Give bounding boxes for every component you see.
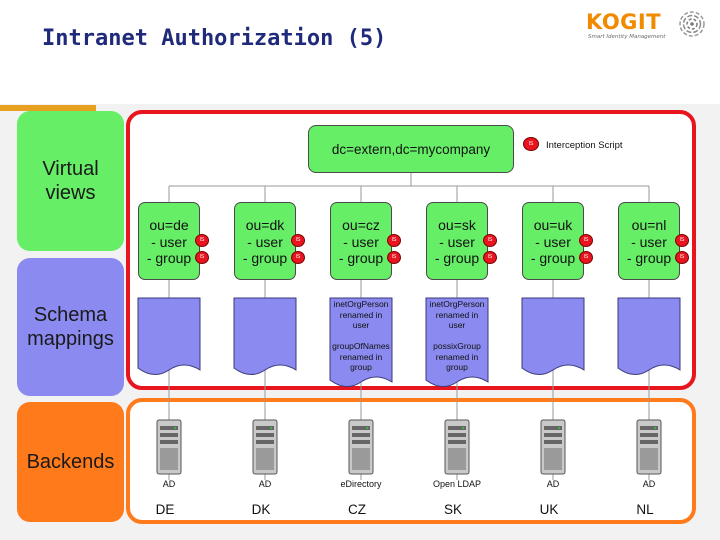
logo-text: KOGIT — [586, 10, 662, 34]
is-badge-uk-group: IS — [579, 251, 593, 264]
mapping-spacer — [330, 331, 392, 342]
fingerprint-icon — [679, 11, 705, 37]
mapping-line: group — [446, 362, 468, 372]
is-badge-sk-user: IS — [483, 234, 497, 247]
mapping-line: renamed in — [435, 351, 479, 362]
mapping-line: groupOfNames — [332, 341, 390, 351]
node-ou: ou=de — [149, 217, 189, 233]
schema-shape-sk — [425, 297, 489, 387]
node-group: - group — [242, 250, 288, 266]
layer-label-schema-mappings: Schema mappings — [17, 258, 124, 396]
mapping-line: inetOrgPerson — [333, 299, 389, 309]
node-ou: ou=cz — [342, 217, 380, 233]
layer-label-backends: Backends — [17, 402, 124, 522]
node-user: - user — [631, 233, 667, 250]
schema-mapping-cz: inetOrgPerson renamed in user groupOfNam… — [330, 299, 392, 373]
server-icon — [252, 419, 278, 475]
kogit-logo: KOGIT Smart Identity Management — [586, 10, 708, 44]
node-ou: ou=uk — [533, 217, 573, 233]
node-group: - group — [626, 250, 672, 266]
country-cz: CZ — [348, 502, 366, 517]
server-icon — [156, 419, 182, 475]
node-user: - user — [151, 233, 187, 250]
schema-shape-nl — [617, 297, 681, 375]
country-dk: DK — [251, 502, 271, 517]
node-user: - user — [535, 233, 571, 250]
node-group: - group — [338, 250, 384, 266]
backend-type-dk: AD — [258, 479, 272, 489]
schema-shape-de — [137, 297, 201, 375]
interception-script-badge: IS — [523, 137, 539, 151]
is-badge-cz-group: IS — [387, 251, 401, 264]
backend-type-sk: Open LDAP — [432, 479, 482, 489]
mapping-line: inetOrgPerson — [429, 299, 485, 309]
is-badge-dk-user: IS — [291, 234, 305, 247]
is-badge-nl-user: IS — [675, 234, 689, 247]
server-icon — [540, 419, 566, 475]
schema-mapping-sk: inetOrgPerson renamed in user possixGrou… — [426, 299, 488, 373]
mapping-line: user — [352, 320, 370, 330]
is-badge-uk-user: IS — [579, 234, 593, 247]
backend-type-cz: eDirectory — [340, 479, 382, 489]
is-badge-de-group: IS — [195, 251, 209, 264]
mapping-line: possixGroup — [433, 341, 481, 351]
is-badge-sk-group: IS — [483, 251, 497, 264]
virtual-node-dk: ou=dk - user - group — [234, 202, 296, 280]
node-user: - user — [439, 233, 475, 250]
server-icon — [636, 419, 662, 475]
mapping-spacer — [426, 331, 488, 342]
accent-bar — [0, 105, 96, 111]
node-group: - group — [434, 250, 480, 266]
mapping-line: user — [448, 320, 466, 330]
logo-tagline: Smart Identity Management — [588, 34, 666, 40]
virtual-node-cz: ou=cz - user - group — [330, 202, 392, 280]
node-group: - group — [530, 250, 576, 266]
backends-frame — [126, 398, 696, 524]
server-icon — [444, 419, 470, 475]
virtual-node-uk: ou=uk - user - group — [522, 202, 584, 280]
mapping-line: renamed in — [339, 351, 383, 362]
virtual-node-de: ou=de - user - group — [138, 202, 200, 280]
schema-shape-uk — [521, 297, 585, 375]
mapping-line: group — [350, 362, 372, 372]
country-sk: SK — [443, 502, 462, 517]
node-user: - user — [343, 233, 379, 250]
virtual-node-nl: ou=nl - user - group — [618, 202, 680, 280]
node-group: - group — [146, 250, 192, 266]
schema-shape-cz — [329, 297, 393, 387]
layer-label-virtual-views: Virtual views — [17, 111, 124, 251]
virtual-node-sk: ou=sk - user - group — [426, 202, 488, 280]
schema-shape-dk — [233, 297, 297, 375]
country-nl: NL — [636, 502, 654, 517]
backend-type-de: AD — [162, 479, 176, 489]
node-ou: ou=sk — [438, 217, 476, 233]
backend-type-uk: AD — [546, 479, 560, 489]
country-uk: UK — [539, 502, 559, 517]
is-badge-de-user: IS — [195, 234, 209, 247]
node-ou: ou=nl — [631, 217, 667, 233]
is-badge-nl-group: IS — [675, 251, 689, 264]
legend-label: Interception Script — [546, 140, 623, 151]
is-badge-dk-group: IS — [291, 251, 305, 264]
node-ou: ou=dk — [245, 217, 285, 233]
mapping-line: renamed in — [339, 309, 383, 320]
country-de: DE — [155, 502, 175, 517]
is-badge-cz-user: IS — [387, 234, 401, 247]
slide-title: Intranet Authorization (5) — [42, 26, 387, 51]
root-node: dc=extern,dc=mycompany — [308, 125, 514, 173]
node-user: - user — [247, 233, 283, 250]
backend-type-nl: AD — [642, 479, 656, 489]
mapping-line: renamed in — [435, 309, 479, 320]
server-icon — [348, 419, 374, 475]
